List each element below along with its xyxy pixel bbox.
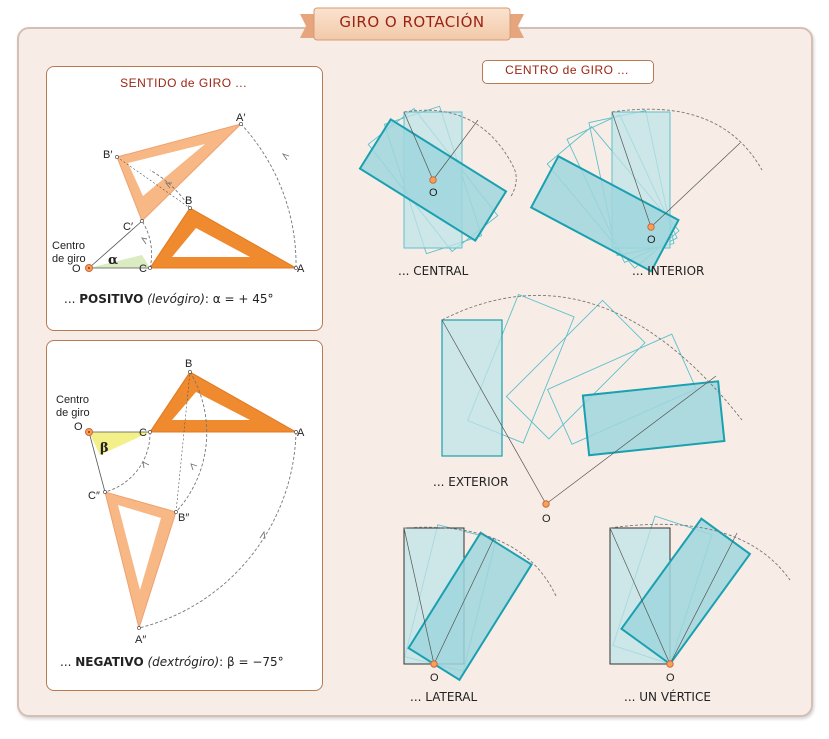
label-o-interior: O [647,234,656,246]
label-b: B [185,358,192,370]
label-a-prime: A′ [236,112,245,124]
label-b-double-prime: B″ [178,512,189,524]
centro-heading: CENTRO de GIRO ... [505,63,629,77]
label-o: O [72,263,81,275]
label-o-lateral: O [430,672,439,684]
triangle-rotated-hole [118,505,161,590]
caption-note: (dextrógiro) [147,655,220,669]
center-point-o [647,223,655,231]
triangle-rotated-hole [128,144,205,196]
title-banner [300,7,524,41]
caption-prefix: ... [64,292,80,306]
center-labels: O O O O O [429,187,675,684]
triangle-original [149,207,298,269]
label-centro-line2: de giro [52,253,86,265]
panel-sentido-positivo [46,66,323,331]
label-c-double-prime: C″ [88,490,100,502]
caption-label: POSITIVO [79,292,144,306]
caption-lateral: ... LATERAL [410,690,478,704]
center-point-o [429,176,437,184]
sentido-heading: SENTIDO de GIRO ... [120,76,247,90]
positivo-point-labels: O C A B C′ B′ A′ Centro de giro α [52,112,305,275]
caption-prefix: ... [60,655,76,669]
center-point-o [666,660,674,668]
positivo-caption: ... POSITIVO (levógiro): α = + 45° [64,292,273,306]
label-a-double-prime: A″ [135,634,146,646]
label-c: C [139,263,147,275]
caption-note: (levógiro) [147,292,205,306]
lateral-diagram [403,524,557,682]
negativo-diagram [85,370,298,630]
exterior-diagram [441,293,743,508]
caption-formula: : β = −75° [219,655,284,669]
label-centro-line1: Centro [56,394,89,406]
centro-heading-tab [482,60,654,84]
label-alpha: α [108,253,118,268]
label-a: A [297,263,305,275]
label-o-exterior: O [542,513,551,525]
angle-beta-wedge [89,432,150,455]
label-o: O [74,421,83,433]
vertice-diagram [609,515,791,668]
negativo-point-labels: O C A B C″ B″ A″ Centro de giro β [56,358,305,646]
label-b: B [185,195,192,207]
triangle-original-hole [172,228,250,257]
label-b-prime: B′ [103,149,112,161]
caption-formula: : α = + 45° [204,292,274,306]
label-o-central: O [429,187,438,199]
triangle-original [149,371,298,433]
label-centro-line1: Centro [52,240,85,252]
label-c: C [139,427,147,439]
label-o-vertice: O [666,672,675,684]
center-point-o [430,660,438,668]
triangle-rotated [116,123,243,222]
caption-label: NEGATIVO [75,655,144,669]
label-c-prime: C′ [123,221,133,233]
label-a: A [297,427,305,439]
positivo-diagram [85,122,298,272]
triangle-original-hole [172,392,250,420]
negativo-caption: ... NEGATIVO (dextrógiro): β = −75° [60,655,284,669]
caption-interior: ... INTERIOR [632,264,705,278]
caption-central: ... CENTRAL [398,264,469,278]
caption-vertice: ... UN VÉRTICE [624,690,711,704]
caption-exterior: ... EXTERIOR [433,475,509,489]
page-title: GIRO O ROTACIÓN [339,13,485,31]
center-point-o [542,500,550,508]
label-centro-line2: de giro [56,407,90,419]
angle-alpha-wedge [89,255,150,268]
label-beta: β [100,441,109,456]
central-diagram [358,105,517,255]
interior-diagram [529,108,763,273]
